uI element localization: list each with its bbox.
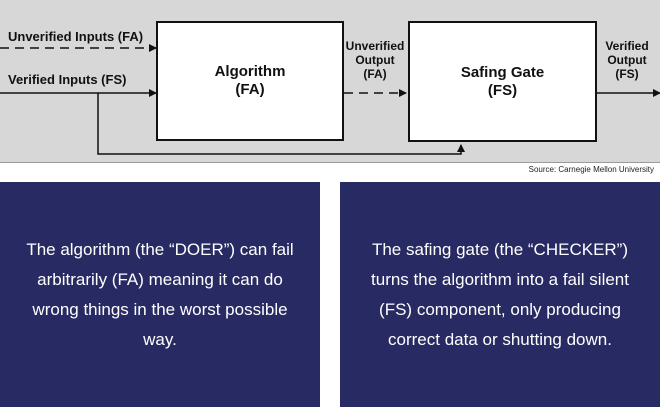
checker-explanation-panel: The safing gate (the “CHECKER”) turns th… [340,182,660,407]
verified-output-line2: Output [607,53,647,67]
diagram-area: Unverified Inputs (FA) Verified Inputs (… [0,0,660,163]
safing-gate-box: Safing Gate (FS) [408,21,597,142]
verified-output-line1: Verified [605,39,649,53]
bypass-arrow [97,93,465,155]
unverified-output-line3: (FA) [363,67,387,81]
verified-output-label: Verified Output (FS) [597,39,657,81]
doer-explanation-panel: The algorithm (the “DOER”) can fail arbi… [0,182,320,407]
safing-gate-sub: (FS) [487,81,518,99]
safing-gate-title: Safing Gate [460,63,545,81]
algorithm-title: Algorithm [214,63,286,80]
unverified-inputs-label: Unverified Inputs (FA) [8,29,144,44]
unverified-output-line1: Unverified [345,39,405,53]
verified-output-line3: (FS) [615,67,639,81]
source-caption: Source: Carnegie Mellon University [528,165,654,174]
connector-lines [0,44,660,155]
unverified-output-line2: Output [355,53,395,67]
unverified-output-label: Unverified Output (FA) [344,39,406,81]
doer-explanation-text: The algorithm (the “DOER”) can fail arbi… [26,239,294,349]
checker-explanation-text: The safing gate (the “CHECKER”) turns th… [371,239,629,349]
algorithm-box: Algorithm (FA) [156,21,344,141]
algorithm-sub: (FA) [235,81,265,98]
verified-inputs-label: Verified Inputs (FS) [8,72,127,87]
